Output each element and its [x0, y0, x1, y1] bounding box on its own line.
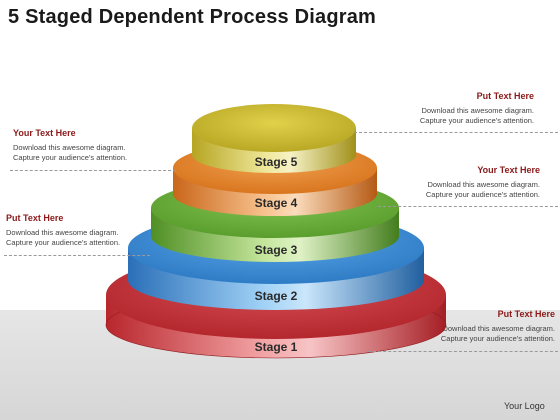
note-body: Download this awesome diagram. Capture y…	[404, 106, 534, 126]
note-line: Download this awesome diagram.	[427, 180, 540, 189]
note-heading: Put Text Here	[476, 91, 534, 101]
leader-line	[4, 255, 150, 256]
note-line: Download this awesome diagram.	[6, 228, 119, 237]
note-line: Capture your audience’s attention.	[440, 334, 555, 343]
note-body: Download this awesome diagram. Capture y…	[6, 228, 156, 248]
note-bottom-right: Put Text Here Download this awesome diag…	[410, 309, 555, 344]
note-line: Capture your audience’s attention.	[425, 190, 540, 199]
note-line: Download this awesome diagram.	[13, 143, 126, 152]
note-line: Download this awesome diagram.	[442, 324, 555, 333]
stage-5-label: Stage 5	[255, 155, 298, 169]
page-title: 5 Staged Dependent Process Diagram	[8, 6, 377, 28]
note-heading: Your Text Here	[13, 128, 76, 138]
note-line: Download this awesome diagram.	[421, 106, 534, 115]
stage-2-label: Stage 2	[255, 289, 298, 303]
stage-1-label: Stage 1	[255, 340, 298, 354]
note-line: Capture your audience’s attention.	[6, 238, 121, 247]
note-line: Capture your audience’s attention.	[419, 116, 534, 125]
leader-line	[368, 351, 558, 352]
note-heading: Put Text Here	[6, 213, 64, 223]
stage-5-disc: Stage 5	[192, 104, 356, 173]
note-body: Download this awesome diagram. Capture y…	[410, 324, 555, 344]
note-body: Download this awesome diagram. Capture y…	[404, 180, 540, 200]
note-line: Capture your audience’s attention.	[13, 153, 128, 162]
note-mid-left: Put Text Here Download this awesome diag…	[6, 213, 156, 248]
note-heading: Put Text Here	[497, 309, 555, 319]
stage-3-label: Stage 3	[255, 243, 298, 257]
note-body: Download this awesome diagram. Capture y…	[13, 143, 163, 163]
leader-line	[378, 206, 558, 207]
note-top-right: Put Text Here Download this awesome diag…	[404, 91, 534, 126]
stage-4-label: Stage 4	[255, 196, 298, 210]
leader-line	[354, 132, 558, 133]
leader-line	[10, 170, 176, 171]
note-heading: Your Text Here	[477, 165, 540, 175]
logo-text: Your Logo	[504, 401, 545, 411]
note-upper-left: Your Text Here Download this awesome dia…	[13, 128, 163, 163]
note-mid-right: Your Text Here Download this awesome dia…	[404, 165, 540, 200]
